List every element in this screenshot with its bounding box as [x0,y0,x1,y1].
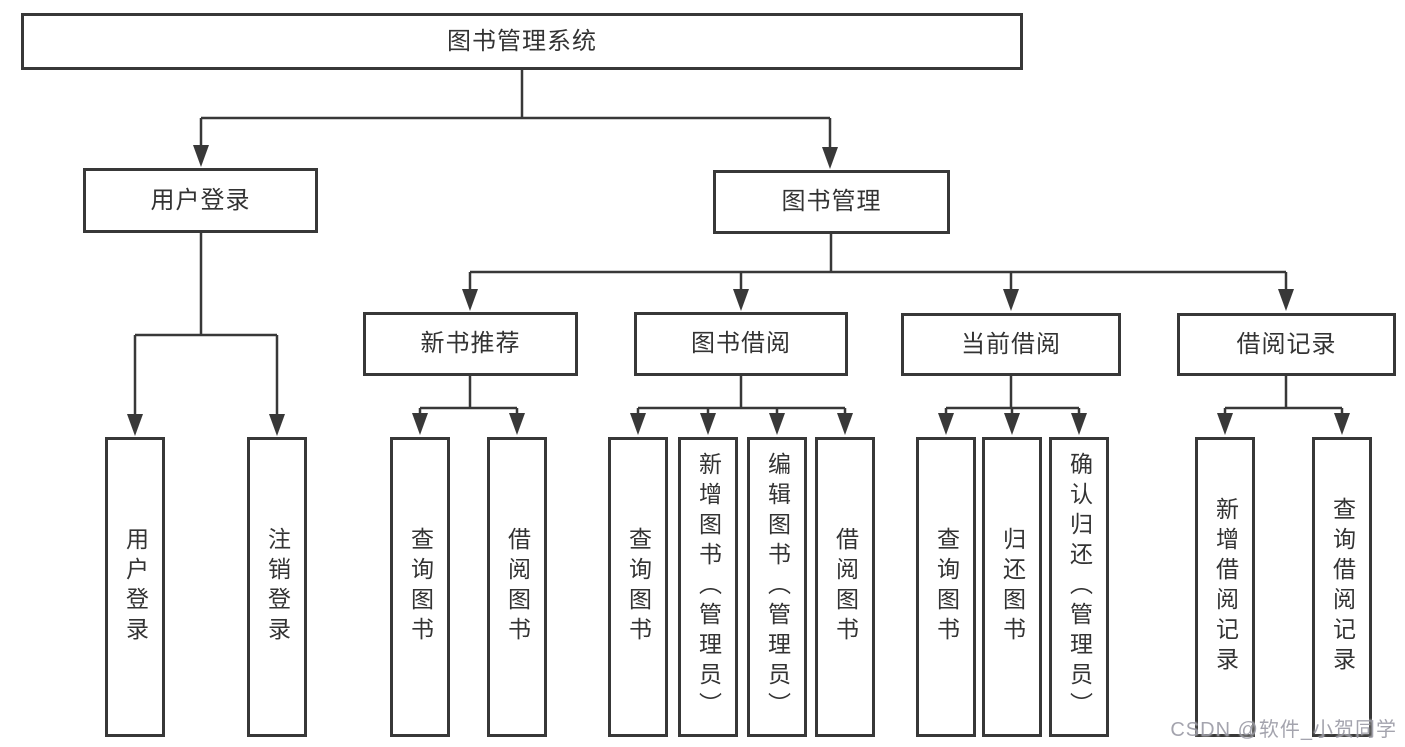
arrow-down-icon [938,413,954,435]
connector-new-book-children [418,376,519,414]
node-borrowing-records: 借阅记录 [1177,313,1396,376]
arrow-down-icon [1071,413,1087,435]
node-book-management: 图书管理 [713,170,950,234]
leaf-borrow-books: 借阅图书 [815,437,875,737]
leaf-user-login: 用户登录 [105,437,165,737]
arrow-down-icon [700,413,716,435]
node-library-management-system: 图书管理系统 [21,13,1023,70]
arrow-down-icon [462,289,478,311]
arrow-down-icon [1004,413,1020,435]
leaf-query-borrow-record: 查询借阅记录 [1312,437,1372,737]
arrow-down-icon [733,289,749,311]
arrow-down-icon [509,413,525,435]
connector-user-login-children [133,233,279,416]
arrow-down-icon [1003,289,1019,311]
leaf-return-books: 归还图书 [982,437,1042,737]
arrow-down-icon [1334,413,1350,435]
connector-book-mgmt-children [468,234,1288,290]
leaf-logout: 注销登录 [247,437,307,737]
arrow-down-icon [412,413,428,435]
leaf-confirm-return-admin: 确认归还（管理员） [1049,437,1109,737]
arrow-down-icon [769,413,785,435]
arrow-down-icon [822,147,838,169]
connector-records-children [1223,376,1344,414]
arrow-down-icon [193,145,209,167]
leaf-borrow-books: 借阅图书 [487,437,547,737]
arrow-down-icon [127,414,143,436]
leaf-query-books: 查询图书 [608,437,668,737]
leaf-query-books: 查询图书 [916,437,976,737]
csdn-watermark: CSDN @软件_小贺同学 [1170,719,1397,741]
arrow-down-icon [630,413,646,435]
leaf-edit-books-admin: 编辑图书（管理员） [747,437,807,737]
node-current-borrowing: 当前借阅 [901,313,1121,376]
leaf-add-books-admin: 新增图书（管理员） [678,437,738,737]
node-book-borrowing: 图书借阅 [634,312,848,376]
arrow-down-icon [269,414,285,436]
leaf-add-borrow-record: 新增借阅记录 [1195,437,1255,737]
node-user-login: 用户登录 [83,168,318,233]
arrow-down-icon [837,413,853,435]
connector-root-to-level2 [199,70,832,148]
connector-borrow-children [636,376,847,414]
arrow-down-icon [1217,413,1233,435]
leaf-query-books: 查询图书 [390,437,450,737]
node-new-book-recommendation: 新书推荐 [363,312,578,376]
connector-current-children [944,376,1081,414]
arrow-down-icon [1278,289,1294,311]
